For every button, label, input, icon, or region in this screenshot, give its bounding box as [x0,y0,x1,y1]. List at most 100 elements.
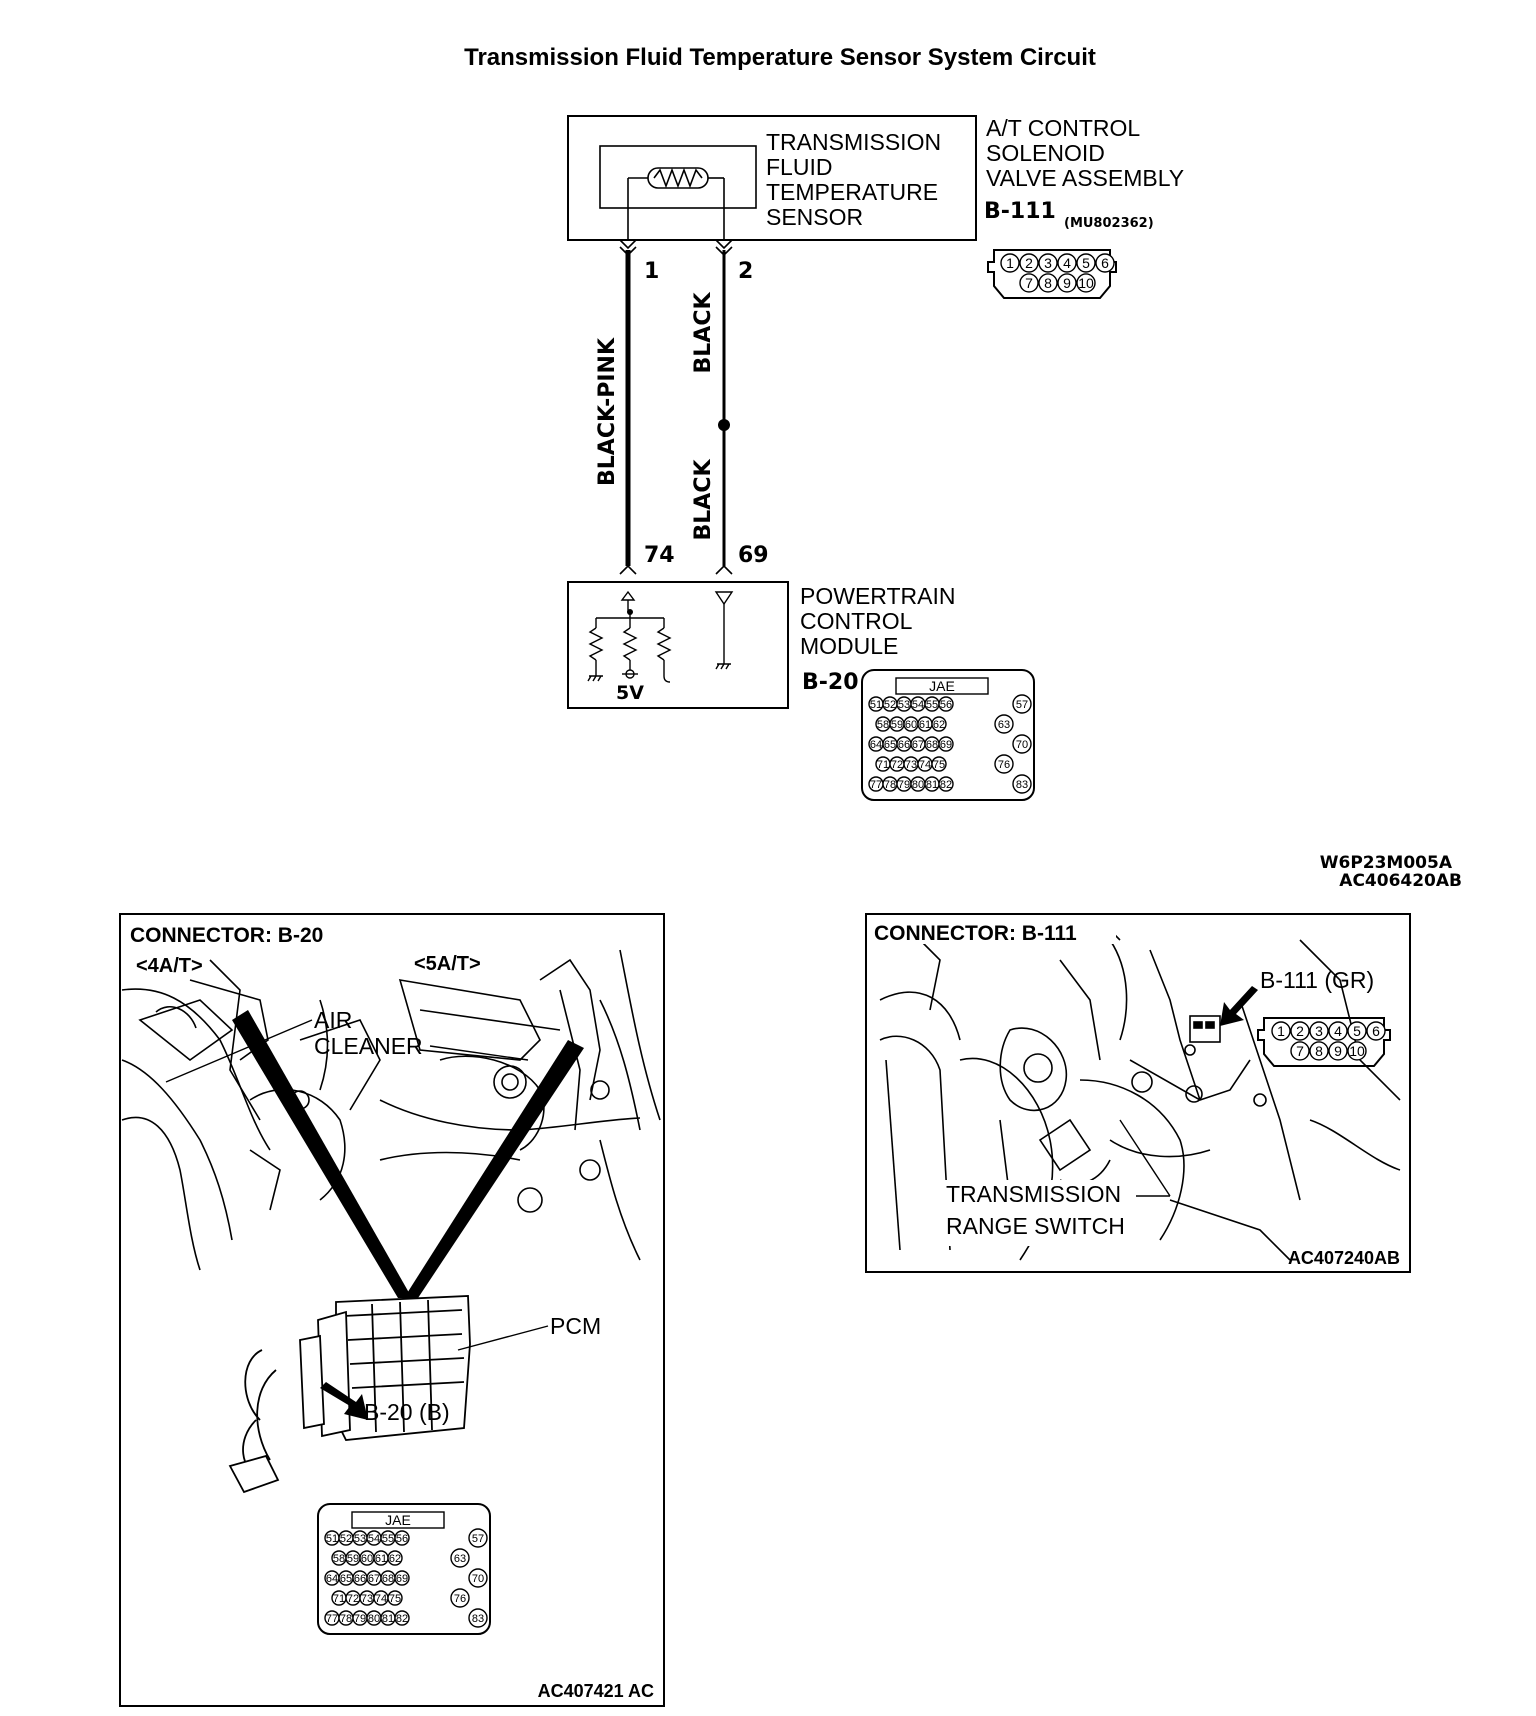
b111-top-pins-pin-1-circle [1000,253,1020,273]
wire-2-lower-color-label: BLACK [691,459,716,541]
ground-icon [587,675,603,682]
solenoid-assembly-label: A/T CONTROL SOLENOID VALVE ASSEMBLY B-11… [984,115,1184,231]
b20-top-pins-pin-55-label: 55 [926,699,938,711]
engine-bay-illustration [121,949,661,1271]
sensor-pin-2-label: 2 [738,259,753,284]
b20-bottom-pins-pin-80-label: 80 [368,1613,380,1625]
b20-bottom-pins-pin-72-label: 72 [347,1593,359,1605]
b20-bottom-pins-pin-61-label: 61 [375,1553,387,1565]
pcm-resistor-1-icon [588,627,604,661]
panel-b20-reference: AC407421 AC [538,1681,654,1701]
b20-top-pins-pin-78-label: 78 [884,779,896,791]
b20-bottom-pins-pin-62-circle [387,1550,403,1566]
b111-panel-pins-pin-3-label: 3 [1315,1023,1323,1039]
sensor-block: TRANSMISSION FLUID TEMPERATURE SENSOR [567,115,977,241]
b20-bottom-pins-pin-81-label: 81 [382,1613,394,1625]
b20-top-pins-pin-83-circle [1012,774,1032,794]
b20-bottom-pins-pin-69-circle [394,1570,410,1586]
pcm-label-line-1: POWERTRAIN [800,583,955,609]
diagram-code: W6P23M005A [1320,853,1453,873]
b111-top-pins-pin-6-label: 6 [1101,255,1109,271]
pcm-resistor-2-icon [622,627,638,661]
b111-top-pins-pin-7-label: 7 [1025,275,1033,291]
b20-bottom-pins-pin-69-label: 69 [396,1573,408,1585]
b20-top-pins-pin-62-label: 62 [933,719,945,731]
b111-panel-pins-pin-9-label: 9 [1334,1043,1342,1059]
panel-connector-b20: CONNECTOR: B-20 <4A/T> <5A/T> [119,913,665,1707]
b111-top-pins-pin-7-circle [1019,273,1039,293]
b20-top-pins-pin-61-label: 61 [919,719,931,731]
wire-pin2: 2 69 BLACK BLACK [691,239,769,575]
b111-panel-pins-pin-10-label: 10 [1349,1043,1365,1059]
b20-top-pins-pin-57-circle [1012,694,1032,714]
b20-top-pins-pin-76-circle [994,754,1014,774]
pcm-callout-label: PCM [550,1313,601,1339]
page-title: Transmission Fluid Temperature Sensor Sy… [464,44,1096,71]
panel-b111-reference: AC407240AB [1288,1248,1400,1268]
ground-icon-2 [715,663,731,670]
b20-top-pins-pin-69-circle [938,736,954,752]
b111-top-pins-pin-10-label: 10 [1078,275,1094,291]
b20-top-pins-pin-77-label: 77 [870,779,882,791]
sensor-pin-1-label: 1 [644,259,659,284]
pointer-5at-wedge [404,1040,584,1298]
b111-top-pins-pin-2-label: 2 [1025,255,1033,271]
connector-b111-arrow-icon [1220,986,1258,1026]
pointer-4at-wedge [232,1010,412,1298]
b111-top-pins-pin-5-label: 5 [1082,255,1090,271]
b20-bottom-pins-pin-71-label: 71 [333,1593,345,1605]
b20-top-pins-pin-64-label: 64 [870,739,882,751]
air-cleaner-label-line-1: AIR [314,1007,352,1033]
wire-pin1: 1 74 BLACK-PINK [595,239,675,575]
variant-5at-label: <5A/T> [414,953,481,975]
b20-top-pins-pin-59-label: 59 [891,719,903,731]
b20-top-pins-pin-52-label: 52 [884,699,896,711]
supply-voltage-label: 5V [616,682,644,704]
b20-top-pins-pin-65-label: 65 [884,739,896,751]
b20-bottom-pins-pin-57-label: 57 [472,1533,484,1545]
b20-bottom-pins-pin-63-label: 63 [454,1553,466,1565]
b20-bottom-pins-pin-83-circle [468,1608,488,1628]
b111-panel-pins-pin-6-label: 6 [1372,1023,1380,1039]
b20-top-pins-pin-56-circle [938,696,954,712]
b20-top-pins-pin-71-label: 71 [877,759,889,771]
b20-bottom-pins-pin-74-label: 74 [375,1593,387,1605]
b20-top-pins-pin-54-label: 54 [912,699,924,711]
b111-panel-pins-pin-6-circle [1366,1021,1386,1041]
b111-panel-pins-pin-2-circle [1290,1021,1310,1041]
b20-top-pins-pin-82-label: 82 [940,779,952,791]
b20-bottom-pins-pin-67-label: 67 [368,1573,380,1585]
b111-top-pins-pin-8-circle [1038,273,1058,293]
b20-bottom-pins-pin-77-label: 77 [326,1613,338,1625]
b111-panel-pins-pin-7-circle [1290,1041,1310,1061]
panel-b111-title: CONNECTOR: B-111 [874,922,1077,945]
b20-bottom-pins-pin-64-label: 64 [326,1573,338,1585]
b20-top-pins-pin-56-label: 56 [940,699,952,711]
b20-top-pins-pin-63-label: 63 [998,719,1010,731]
pcm-pin-74-label: 74 [644,543,675,568]
air-cleaner-label-line-2: CLEANER [314,1033,423,1059]
b111-top-pins-pin-9-label: 9 [1063,275,1071,291]
connector-b111-id: B-111 [984,199,1056,224]
b20-bottom-pins-pin-73-label: 73 [361,1593,373,1605]
b20-top-pins-pin-58-label: 58 [877,719,889,731]
b111-panel-pins-pin-1-label: 1 [1277,1023,1285,1039]
sensor-label-line-2: FLUID [766,154,832,180]
connector-b111-part-number: (MU802362) [1064,216,1154,231]
b20-bottom-pins-pin-70-label: 70 [472,1573,484,1585]
b111-top-pins-pin-5-circle [1076,253,1096,273]
pcm-illustration [228,1295,471,1494]
b111-panel-pins-pin-2-label: 2 [1296,1023,1304,1039]
b20-top-pins-pin-83-label: 83 [1016,779,1028,791]
b20-top-pins-pin-63-circle [994,714,1014,734]
b20-top-pins-pin-82-circle [938,776,954,792]
b111-top-pins-pin-2-circle [1019,253,1039,273]
b111-panel-pins-pin-5-circle [1347,1021,1367,1041]
b111-top-pins-pin-4-circle [1057,253,1077,273]
b20-bottom-pins-pin-65-label: 65 [340,1573,352,1585]
b20-bottom-pins-pin-82-circle [394,1610,410,1626]
connector-b111-callout: B-111 (GR) [1260,967,1374,993]
b111-panel-pins-pin-8-label: 8 [1315,1043,1323,1059]
